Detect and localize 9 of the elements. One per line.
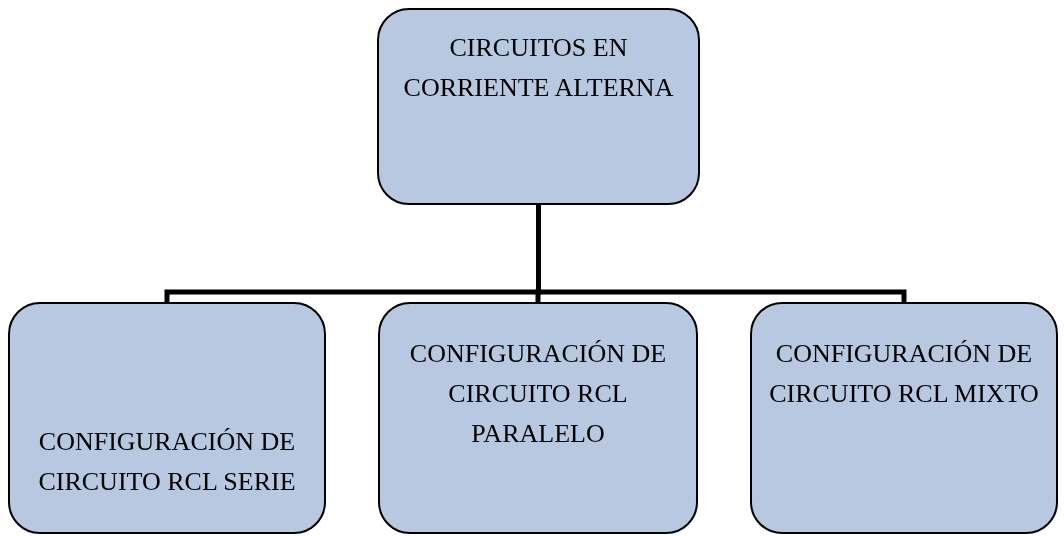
connector-line xyxy=(536,205,907,302)
branch-box xyxy=(750,302,1058,534)
box-text: CONFIGURACIÓN DE CIRCUITO RCL PARALELO xyxy=(408,338,668,450)
box-text: CONFIGURACIÓN DE CIRCUITO RCL MIXTO xyxy=(769,338,1039,410)
root-box xyxy=(377,8,700,205)
box-text: CONFIGURACIÓN DE CIRCUITO RCL SERIE xyxy=(37,426,297,498)
box-text: CIRCUITOS EN CORRIENTE ALTERNA xyxy=(403,32,674,104)
branch-box xyxy=(8,302,326,534)
branch-box xyxy=(378,302,698,534)
